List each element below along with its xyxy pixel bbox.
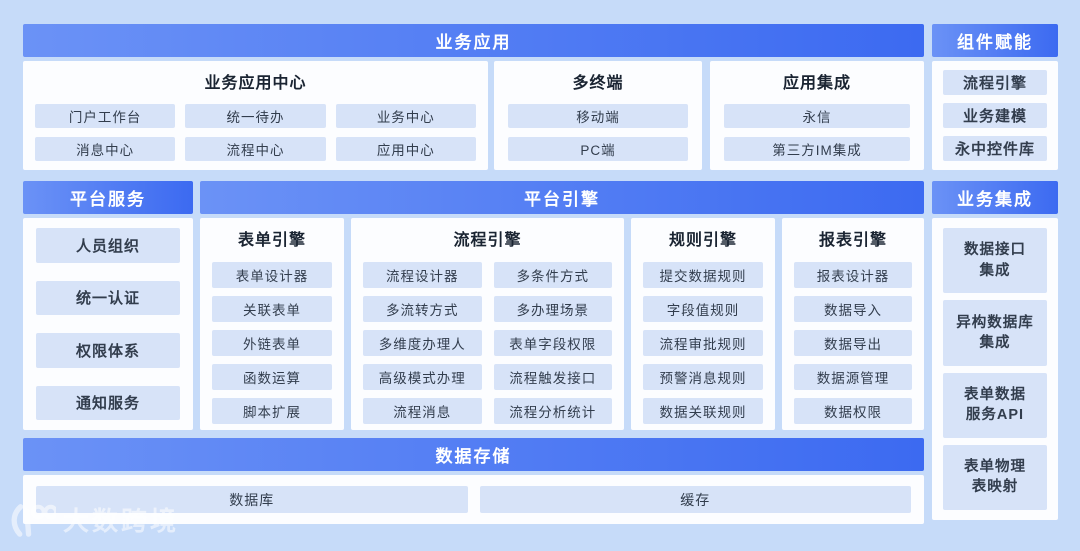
multi-terminal-list: 移动端 PC端: [508, 104, 688, 161]
flow-engine-panel: 流程引擎 流程设计器 多条件方式 多流转方式 多办理场景 多维度办理人 表单字段…: [351, 218, 624, 430]
multi-terminal-panel: 多终端 移动端 PC端: [494, 61, 702, 170]
pill-business-center: 业务中心: [335, 104, 476, 128]
component-empowerment-banner-label: 组件赋能: [957, 33, 1033, 52]
pill-script-extension: 脚本扩展: [212, 398, 332, 424]
data-storage-banner: 数据存储: [23, 438, 924, 471]
pill-form-field-permission: 表单字段权限: [493, 330, 612, 356]
pill-unified-todo: 统一待办: [185, 104, 326, 128]
pill-form-physical-table-mapping: 表单物理 表映射: [943, 444, 1047, 510]
pill-heterogeneous-db-integration: 异构数据库 集成: [943, 300, 1047, 366]
pill-alert-message-rule: 预警消息规则: [643, 364, 763, 390]
platform-services-banner-label: 平台服务: [70, 190, 146, 209]
pill-thirdparty-im: 第三方IM集成: [724, 137, 910, 161]
platform-engine-banner: 平台引擎: [200, 181, 924, 214]
report-engine-panel: 报表引擎 报表设计器 数据导入 数据导出 数据源管理 数据权限: [782, 218, 924, 430]
business-app-center-grid: 门户工作台 统一待办 业务中心 消息中心 流程中心 应用中心: [35, 104, 476, 161]
pill-function-calc: 函数运算: [212, 364, 332, 390]
pill-process-engine-component: 流程引擎: [943, 70, 1047, 95]
pill-data-link-rule: 数据关联规则: [643, 398, 763, 424]
rule-engine-list: 提交数据规则 字段值规则 流程审批规则 预警消息规则 数据关联规则: [643, 262, 763, 424]
pill-form-designer: 表单设计器: [212, 262, 332, 288]
flow-engine-list: 流程设计器 多条件方式 多流转方式 多办理场景 多维度办理人 表单字段权限 高级…: [363, 262, 612, 424]
pill-multi-condition: 多条件方式: [493, 262, 612, 288]
watermark-100-logo-icon: [11, 503, 56, 537]
multi-terminal-title: 多终端: [572, 75, 624, 92]
pill-linked-form: 关联表单: [212, 296, 332, 322]
flow-engine-title: 流程引擎: [453, 232, 522, 249]
business-integration-banner-label: 业务集成: [957, 190, 1033, 209]
pill-process-center: 流程中心: [185, 137, 326, 161]
pill-flow-approval-rule: 流程审批规则: [643, 330, 763, 356]
pill-multi-handle-scene: 多办理场景: [493, 296, 612, 322]
component-empowerment-panel: 流程引擎 业务建模 永中控件库: [932, 61, 1058, 170]
pill-permission-system: 权限体系: [36, 333, 180, 368]
report-engine-title: 报表引擎: [818, 232, 887, 249]
pill-field-value-rule: 字段值规则: [643, 296, 763, 322]
pill-data-import: 数据导入: [794, 296, 912, 322]
app-integration-list: 永信 第三方IM集成: [724, 104, 910, 161]
business-integration-panel: 数据接口 集成 异构数据库 集成 表单数据 服务API 表单物理 表映射: [932, 218, 1058, 520]
platform-services-panel: 人员组织 统一认证 权限体系 通知服务: [23, 218, 193, 430]
pill-multi-dimension-handler: 多维度办理人: [363, 330, 482, 356]
watermark: 大数跨境: [10, 501, 179, 538]
pill-cache: 缓存: [479, 486, 911, 513]
business-apps-banner-label: 业务应用: [435, 33, 512, 52]
component-empowerment-banner: 组件赋能: [932, 24, 1058, 57]
app-integration-panel: 应用集成 永信 第三方IM集成: [710, 61, 924, 170]
pill-report-designer: 报表设计器: [794, 262, 912, 288]
pill-data-permission: 数据权限: [794, 398, 912, 424]
form-engine-title: 表单引擎: [237, 232, 306, 249]
pill-mobile: 移动端: [508, 104, 688, 128]
rule-engine-panel: 规则引擎 提交数据规则 字段值规则 流程审批规则 预警消息规则 数据关联规则: [631, 218, 775, 430]
pill-business-modeling: 业务建模: [943, 103, 1047, 128]
pill-datasource-mgmt: 数据源管理: [794, 364, 912, 390]
data-storage-banner-label: 数据存储: [435, 447, 512, 466]
report-engine-list: 报表设计器 数据导入 数据导出 数据源管理 数据权限: [794, 262, 912, 424]
pill-app-center: 应用中心: [335, 137, 476, 161]
business-app-center-panel: 业务应用中心 门户工作台 统一待办 业务中心 消息中心 流程中心 应用中心: [23, 61, 488, 170]
pill-yongzhong-controls: 永中控件库: [943, 136, 1047, 161]
pill-flow-analytics: 流程分析统计: [493, 398, 612, 424]
pill-data-export: 数据导出: [794, 330, 912, 356]
business-apps-banner: 业务应用: [23, 24, 924, 57]
pill-flow-message: 流程消息: [363, 398, 482, 424]
pill-multi-flow-mode: 多流转方式: [363, 296, 482, 322]
pill-flow-designer: 流程设计器: [363, 262, 482, 288]
pill-personnel-org: 人员组织: [36, 228, 180, 263]
pill-advanced-mode-handle: 高级模式办理: [363, 364, 482, 390]
pill-unified-auth: 统一认证: [36, 280, 180, 315]
form-engine-panel: 表单引擎 表单设计器 关联表单 外链表单 函数运算 脚本扩展: [200, 218, 344, 430]
app-integration-title: 应用集成: [782, 75, 851, 92]
pill-external-form: 外链表单: [212, 330, 332, 356]
pill-submit-data-rule: 提交数据规则: [643, 262, 763, 288]
business-app-center-title: 业务应用中心: [204, 75, 307, 92]
business-integration-banner: 业务集成: [932, 181, 1058, 214]
pill-yongxin: 永信: [724, 104, 910, 128]
pill-form-data-service-api: 表单数据 服务API: [943, 372, 1047, 438]
rule-engine-title: 规则引擎: [668, 232, 737, 249]
platform-services-banner: 平台服务: [23, 181, 193, 214]
pill-flow-trigger-api: 流程触发接口: [493, 364, 612, 390]
pill-data-api-integration: 数据接口 集成: [943, 228, 1047, 294]
data-storage-panel: 数据库 缓存: [23, 475, 924, 524]
pill-pc: PC端: [508, 137, 688, 161]
pill-notification-service: 通知服务: [36, 385, 180, 420]
pill-database: 数据库: [36, 486, 468, 513]
pill-message-center: 消息中心: [35, 137, 176, 161]
form-engine-list: 表单设计器 关联表单 外链表单 函数运算 脚本扩展: [212, 262, 332, 424]
platform-engine-banner-label: 平台引擎: [524, 190, 600, 209]
watermark-text: 大数跨境: [63, 506, 180, 536]
pill-portal-workbench: 门户工作台: [35, 104, 176, 128]
